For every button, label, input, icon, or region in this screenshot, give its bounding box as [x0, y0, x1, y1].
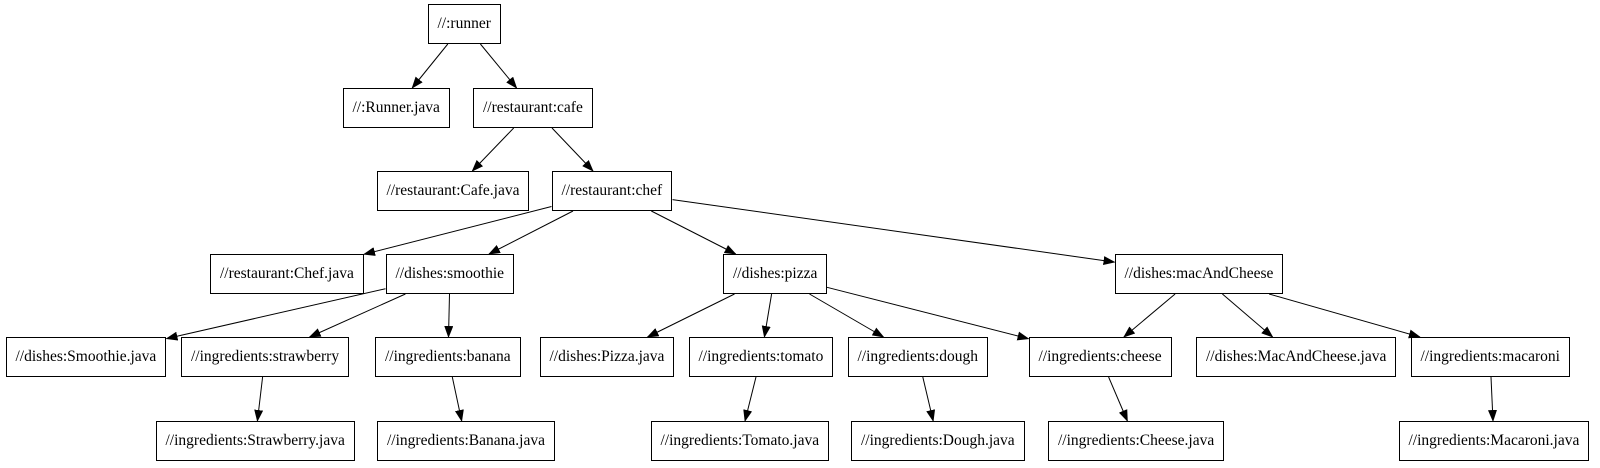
- graph-node-dough: //ingredients:dough: [847, 337, 989, 377]
- graph-node-cheese: //ingredients:cheese: [1028, 337, 1172, 377]
- graph-node-macaroni-java: //ingredients:Macaroni.java: [1398, 421, 1590, 461]
- graph-node-banana-java: //ingredients:Banana.java: [377, 421, 555, 461]
- graph-node-cafe: //restaurant:cafe: [473, 88, 593, 128]
- graph-node-smoothie: //dishes:smoothie: [385, 254, 514, 294]
- graph-node-chef: //restaurant:chef: [551, 171, 673, 211]
- graph-node-strawberry-java: //ingredients:Strawberry.java: [155, 421, 355, 461]
- graph-node-banana: //ingredients:banana: [375, 337, 521, 377]
- graph-node-chef-java: //restaurant:Chef.java: [210, 254, 364, 294]
- graph-node-mac-and-cheese: //dishes:macAndCheese: [1114, 254, 1284, 294]
- graph-node-runner: //:runner: [427, 4, 501, 44]
- graph-node-mac-and-cheese-java: //dishes:MacAndCheese.java: [1196, 337, 1397, 377]
- graph-node-pizza: //dishes:pizza: [723, 254, 828, 294]
- graph-node-tomato-java: //ingredients:Tomato.java: [650, 421, 830, 461]
- graph-node-smoothie-java: //dishes:Smoothie.java: [5, 337, 167, 377]
- graph-node-tomato: //ingredients:tomato: [688, 337, 834, 377]
- graph-node-cafe-java: //restaurant:Cafe.java: [376, 171, 530, 211]
- graph-node-macaroni: //ingredients:macaroni: [1410, 337, 1570, 377]
- graph-node-cheese-java: //ingredients:Cheese.java: [1048, 421, 1225, 461]
- graph-node-strawberry: //ingredients:strawberry: [181, 337, 350, 377]
- graph-node-runner-java: //:Runner.java: [342, 88, 450, 128]
- graph-node-pizza-java: //dishes:Pizza.java: [539, 337, 675, 377]
- graph-node-dough-java: //ingredients:Dough.java: [851, 421, 1025, 461]
